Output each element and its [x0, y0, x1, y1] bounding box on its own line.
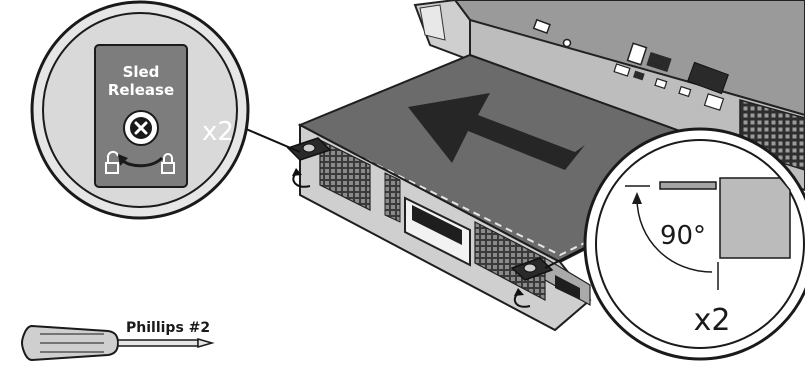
pull-arrow-icon — [408, 93, 585, 170]
right-release-button — [510, 257, 554, 308]
rotate-arrow-icon — [118, 154, 164, 168]
sled-release-label-line1: Sled — [123, 63, 160, 81]
tool-label: Phillips #2 — [126, 320, 210, 336]
phillips-screwdriver-icon — [20, 324, 215, 362]
server-chassis — [413, 0, 805, 192]
sled-release-callout: Sled Release x2 — [30, 0, 301, 220]
lock-icon — [161, 153, 175, 174]
front-panel-controls — [532, 18, 729, 111]
left-release-button — [286, 137, 332, 188]
sled-release-label-line2: Release — [108, 81, 174, 99]
sled-release-multiplier: x2 — [202, 117, 234, 147]
sled-release-button-icon — [123, 110, 159, 146]
unlock-icon — [105, 150, 119, 174]
angle-label: 90° — [660, 221, 706, 251]
angle-callout: 90° x2 — [544, 127, 805, 361]
angle-multiplier: x2 — [694, 303, 731, 338]
angle-arc — [636, 197, 713, 273]
